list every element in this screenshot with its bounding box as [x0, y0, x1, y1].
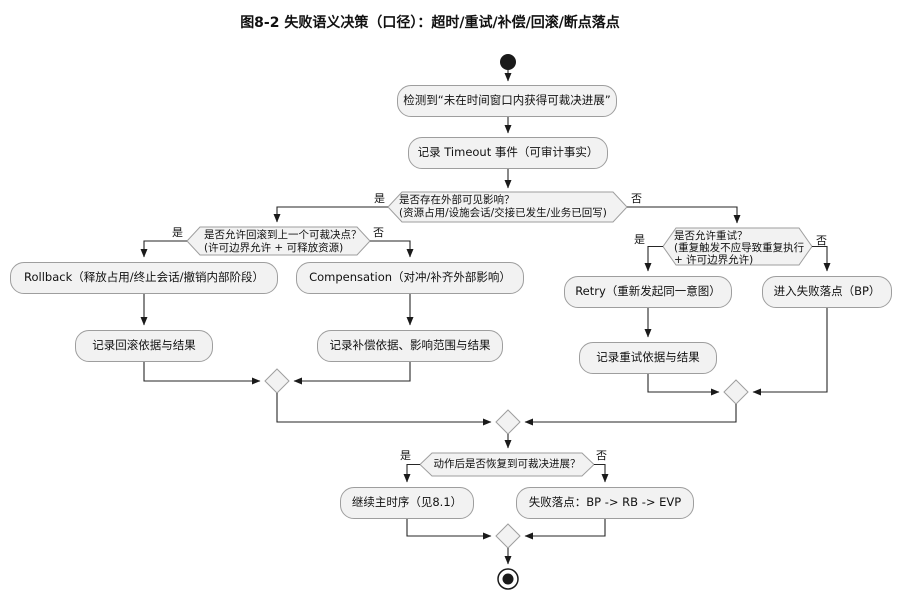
- merge-diamond-center: [495, 409, 521, 435]
- activity-compensation: Compensation（对冲/补齐外部影响）: [296, 262, 524, 294]
- decision-external-impact-text: 是否存在外部可见影响？ (资源占用/设施会话/交接已发生/业务已回写): [399, 194, 607, 220]
- label-no-recovered: 否: [596, 449, 607, 462]
- decision-allow-rollback-line2: (许可边界允许 + 可释放资源): [204, 242, 344, 254]
- edge-decision2-no: [370, 240, 414, 258]
- edge-decision3-yes: [644, 245, 663, 272]
- merge-diamond-left: [264, 368, 290, 394]
- decision-external-impact-line2: (资源占用/设施会话/交接已发生/业务已回写): [399, 207, 607, 219]
- edge-continue-merge: [406, 519, 492, 540]
- diagram-title: 图8-2 失败语义决策（口径）：超时/重试/补偿/回滚/断点落点: [240, 15, 620, 31]
- decision-allow-retry-text: 是否允许重试？ (重复触发不应导致重复执行 + 许可边界允许): [674, 230, 804, 266]
- activity-fail-point: 失败落点：BP -> RB -> EVP: [516, 487, 694, 519]
- edge-decision4-yes: [403, 463, 420, 483]
- decision-allow-retry-line1: 是否允许重试？: [674, 230, 748, 242]
- edge-bp-merge: [752, 308, 828, 396]
- end-node-dot: [502, 573, 514, 585]
- activity-log-timeout: 记录 Timeout 事件（可审计事实）: [408, 137, 608, 169]
- decision-external-impact-line1: 是否存在外部可见影响？: [399, 194, 515, 206]
- activity-detect-no-progress: 检测到“未在时间窗口内获得可裁决进展”: [397, 85, 617, 117]
- merge-diamond-right: [723, 379, 749, 405]
- end-node-ring: [497, 568, 519, 590]
- edge-mergeleft-center: [276, 393, 492, 426]
- edge-decision2-yes: [140, 240, 187, 258]
- decision-allow-rollback-line1: 是否允许回滚到上一个可裁决点？: [204, 229, 362, 241]
- edge-fail-merge: [524, 519, 606, 540]
- label-yes-rollback: 是: [172, 226, 183, 239]
- start-node: [500, 54, 516, 70]
- edge-decision3-no: [812, 245, 831, 272]
- edge-retrylog-merge: [647, 374, 720, 396]
- edge-decision1-yes: [273, 206, 388, 223]
- edge-complog-merge: [293, 362, 411, 385]
- activity-enter-bp: 进入失败落点（BP）: [762, 276, 892, 308]
- decision-allow-rollback-text: 是否允许回滚到上一个可裁决点？ (许可边界允许 + 可释放资源): [204, 229, 362, 255]
- activity-log-rollback: 记录回滚依据与结果: [75, 330, 213, 362]
- edge-mergeright-center: [524, 404, 737, 426]
- label-yes-recovered: 是: [400, 449, 411, 462]
- label-no-retry: 否: [816, 234, 827, 247]
- edges: [140, 70, 831, 565]
- merge-diamond-bottom: [495, 523, 521, 549]
- activity-continue-main: 继续主时序（见8.1）: [340, 487, 474, 519]
- decision-allow-retry-line2: (重复触发不应导致重复执行: [674, 242, 805, 254]
- label-yes-retry: 是: [634, 233, 645, 246]
- decision-allow-retry-line3: + 许可边界允许): [674, 254, 754, 266]
- activity-log-retry: 记录重试依据与结果: [579, 342, 717, 374]
- label-no-external: 否: [631, 192, 642, 205]
- edge-decision1-no: [627, 206, 741, 224]
- activity-log-compensation: 记录补偿依据、影响范围与结果: [317, 330, 503, 362]
- activity-retry: Retry（重新发起同一意图）: [564, 276, 732, 308]
- label-no-rollback: 否: [373, 226, 384, 239]
- decision-recovered-line1: 动作后是否恢复到可裁决进展？: [433, 458, 581, 470]
- edge-decision4-no: [594, 463, 609, 483]
- label-yes-external: 是: [374, 192, 385, 205]
- decision-recovered-text: 动作后是否恢复到可裁决进展？: [420, 458, 594, 471]
- edge-rblog-merge: [143, 362, 261, 385]
- activity-rollback: Rollback（释放占用/终止会话/撤销内部阶段）: [10, 262, 278, 294]
